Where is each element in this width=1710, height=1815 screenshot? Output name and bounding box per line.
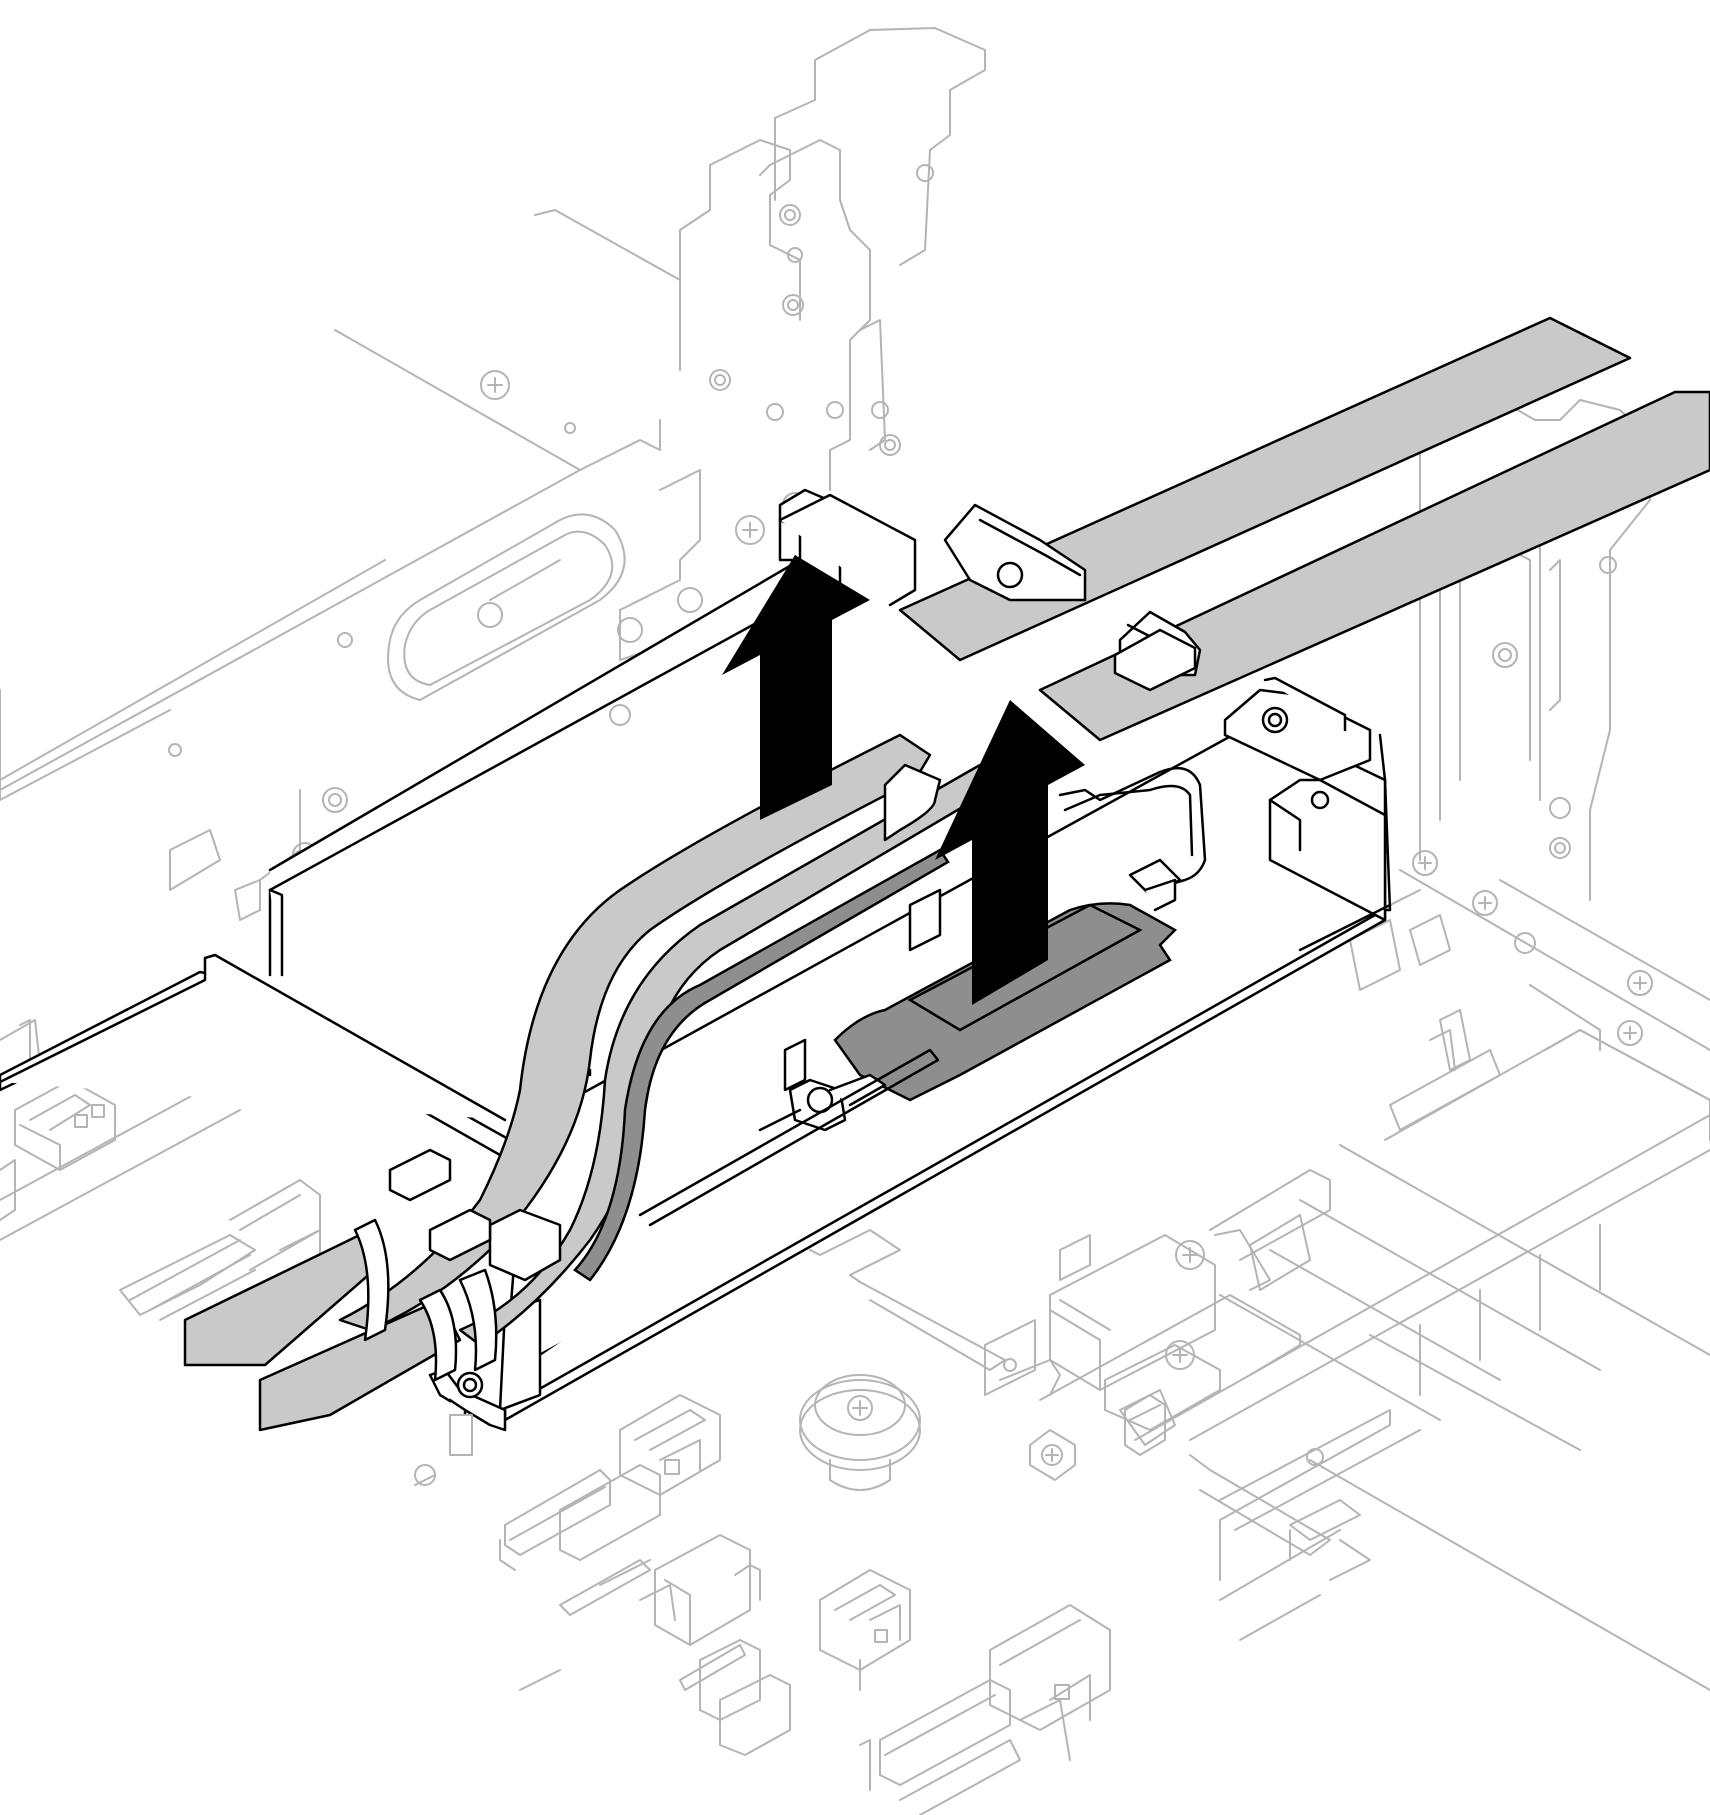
front-hose-upper xyxy=(183,1228,382,1367)
hose-clip-top xyxy=(1113,628,1197,692)
server-chassis xyxy=(0,27,1710,1815)
clip-upper-left xyxy=(388,1148,452,1202)
s-hose-left xyxy=(338,733,932,1332)
up-arrow-icon xyxy=(722,555,870,820)
module-front-edge xyxy=(518,913,1377,1402)
clip-upper-mid xyxy=(883,763,942,842)
return-line xyxy=(573,848,950,1282)
clamp-left xyxy=(353,1218,390,1342)
cooling-module xyxy=(0,316,1710,1456)
front-hose-lower xyxy=(258,1298,462,1432)
up-arrow-icon xyxy=(935,700,1085,1005)
right-end-cap xyxy=(1268,778,1387,922)
left-end-cap xyxy=(498,1298,542,1412)
inner-tube xyxy=(1058,766,1207,892)
lift-arrows xyxy=(722,555,1085,1005)
rear-hose-lower xyxy=(1038,390,1710,742)
top-latch xyxy=(943,503,1087,602)
left-rail-return xyxy=(0,953,507,1122)
bracket-tab-top xyxy=(778,493,917,607)
